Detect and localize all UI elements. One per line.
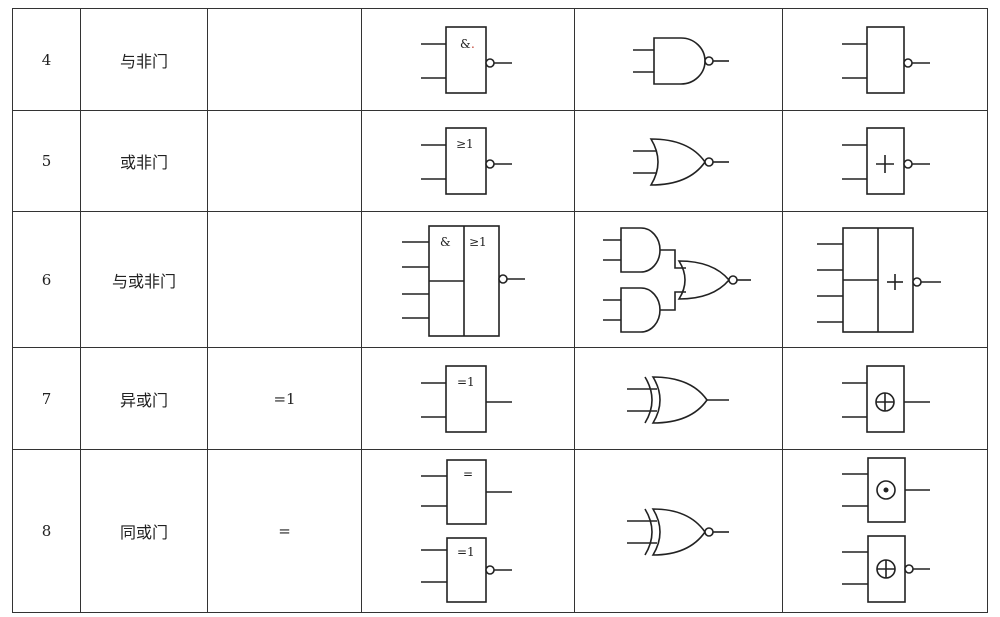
distinctive-symbol-cell [574, 110, 783, 212]
iec-symbol-text: =1 [457, 545, 475, 559]
logic-gate-table: 4 与非门 & . [12, 8, 988, 613]
nor-rect-symbol [842, 127, 930, 195]
table-row: 6 与或非门 & ≥1 [12, 211, 988, 348]
iec-symbol-text: ≥1 [456, 137, 474, 151]
gate-label: = [207, 449, 362, 613]
nand-iec-symbol: & . [421, 25, 512, 94]
iec-symbol-cell: = =1 [361, 449, 575, 613]
gate-name: 与非门 [80, 8, 208, 111]
iec-symbol-text: = [463, 467, 473, 481]
gate-name: 同或门 [80, 449, 208, 613]
row-number: 6 [12, 211, 81, 348]
xnor-iec-symbol: = =1 [421, 459, 512, 603]
iec-symbol-text: =1 [457, 375, 475, 389]
gate-label [207, 211, 362, 348]
iec-symbol-cell: ≥1 [361, 110, 575, 212]
iec-symbol-cell: =1 [361, 347, 575, 450]
rect-symbol-cell [782, 8, 988, 111]
xnor-gate-icon [626, 508, 729, 556]
nor-iec-symbol: ≥1 [421, 127, 512, 195]
table-row: 8 同或门 = = =1 [12, 449, 988, 613]
aoi-iec-symbol: & ≥1 [402, 224, 525, 337]
rect-symbol-cell [782, 347, 988, 450]
iec-symbol-text: ≥1 [469, 235, 487, 249]
distinctive-symbol-cell [574, 449, 783, 613]
gate-label [207, 110, 362, 212]
row-number: 4 [12, 8, 81, 111]
iec-symbol-cell: & ≥1 [361, 211, 575, 348]
gate-label [207, 8, 362, 111]
xor-gate-icon [626, 375, 729, 424]
aoi-rect-symbol [817, 226, 941, 333]
row-number: 5 [12, 110, 81, 212]
distinctive-symbol-cell [574, 8, 783, 111]
and-or-invert-gate-icon [602, 226, 751, 333]
gate-name: 异或门 [80, 347, 208, 450]
iec-symbol-text: & [440, 235, 451, 249]
xor-rect-symbol [842, 364, 930, 433]
iec-symbol-text: & [460, 37, 471, 51]
xor-iec-symbol: =1 [421, 364, 512, 433]
distinctive-symbol-cell [574, 211, 783, 348]
gate-name: 与或非门 [80, 211, 208, 348]
table-row: 4 与非门 & . [12, 8, 988, 111]
row-number: 7 [12, 347, 81, 450]
rect-symbol-cell [782, 211, 988, 348]
rect-symbol-cell [782, 449, 988, 613]
table-row: 7 异或门 =1 =1 [12, 347, 988, 450]
nor-gate-icon [632, 138, 729, 186]
xnor-rect-symbol [842, 457, 930, 603]
rect-symbol-cell [782, 110, 988, 212]
distinctive-symbol-cell [574, 347, 783, 450]
nand-gate-icon [632, 36, 729, 85]
gate-label: =1 [207, 347, 362, 450]
table-row: 5 或非门 ≥1 [12, 110, 988, 212]
nand-rect-symbol [842, 25, 930, 94]
iec-symbol-cell: & . [361, 8, 575, 111]
svg-text:.: . [471, 37, 475, 51]
gate-name: 或非门 [80, 110, 208, 212]
row-number: 8 [12, 449, 81, 613]
